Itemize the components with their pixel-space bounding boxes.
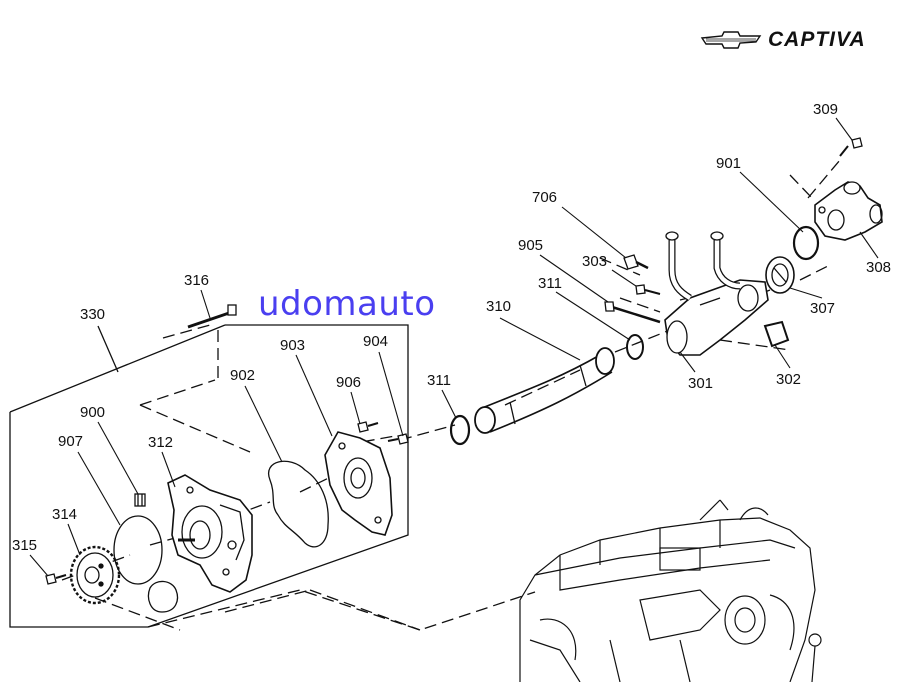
part-901-o-ring bbox=[792, 225, 820, 261]
callout-706: 706 bbox=[532, 189, 557, 206]
engine-block bbox=[519, 499, 822, 683]
callout-316: 316 bbox=[184, 272, 209, 289]
part-905-bolt bbox=[604, 301, 661, 324]
assembly-centerlines bbox=[61, 159, 841, 631]
part-307-thermostat bbox=[765, 256, 795, 294]
callout-904: 904 bbox=[363, 333, 388, 350]
engine-reference-outline bbox=[147, 589, 536, 631]
group-330-outline bbox=[9, 324, 409, 628]
watermark-text: udomauto bbox=[258, 284, 436, 324]
callout-312: 312 bbox=[148, 434, 173, 451]
part-312-water-pump bbox=[167, 474, 253, 593]
part-907b-gasket bbox=[147, 580, 179, 613]
callout-309: 309 bbox=[813, 101, 838, 118]
callout-311-upper: 311 bbox=[538, 275, 562, 292]
part-310-coolant-pipe bbox=[474, 347, 615, 434]
part-315-bolt bbox=[45, 573, 67, 585]
callout-302: 302 bbox=[776, 371, 801, 388]
part-900-plug bbox=[134, 493, 146, 507]
callout-902: 902 bbox=[230, 367, 255, 384]
callout-314: 314 bbox=[52, 506, 77, 523]
part-316-stud bbox=[187, 304, 237, 329]
callout-907: 907 bbox=[58, 433, 83, 450]
part-303-bolt bbox=[635, 284, 661, 295]
callout-301: 301 bbox=[688, 375, 713, 392]
callout-310: 310 bbox=[486, 298, 511, 315]
callout-311-lower: 311 bbox=[427, 372, 451, 389]
leader-330 bbox=[97, 325, 119, 373]
callout-900: 900 bbox=[80, 404, 105, 421]
part-302-gasket bbox=[763, 320, 790, 348]
part-309-bolt bbox=[839, 137, 863, 157]
part-308-outlet bbox=[814, 181, 883, 241]
part-903-cover bbox=[324, 431, 393, 536]
part-301-housing bbox=[664, 231, 769, 356]
brand-header: CAPTIVA bbox=[700, 28, 866, 52]
callout-905: 905 bbox=[518, 237, 543, 254]
callout-315: 315 bbox=[12, 537, 37, 554]
part-311-o-ring-lower bbox=[449, 414, 471, 446]
part-906-bolt bbox=[357, 421, 379, 433]
brand-name: CAPTIVA bbox=[768, 28, 866, 51]
leader-lines bbox=[29, 117, 879, 577]
callout-901: 901 bbox=[716, 155, 741, 172]
part-311-o-ring-upper bbox=[626, 334, 644, 360]
callout-307: 307 bbox=[810, 300, 835, 317]
bowtie-icon bbox=[700, 31, 762, 49]
part-902-gasket bbox=[267, 460, 329, 548]
callout-303: 303 bbox=[582, 253, 607, 270]
part-706-sensor bbox=[623, 254, 649, 270]
callout-labels: 316 330 900 907 312 314 315 902 903 904 … bbox=[12, 101, 891, 554]
callout-330: 330 bbox=[80, 306, 105, 323]
callout-308: 308 bbox=[866, 259, 891, 276]
part-314-sprocket bbox=[69, 545, 121, 605]
callout-906: 906 bbox=[336, 374, 361, 391]
part-904-bolt bbox=[387, 433, 409, 445]
callout-903: 903 bbox=[280, 337, 305, 354]
part-907-o-ring bbox=[113, 515, 163, 585]
